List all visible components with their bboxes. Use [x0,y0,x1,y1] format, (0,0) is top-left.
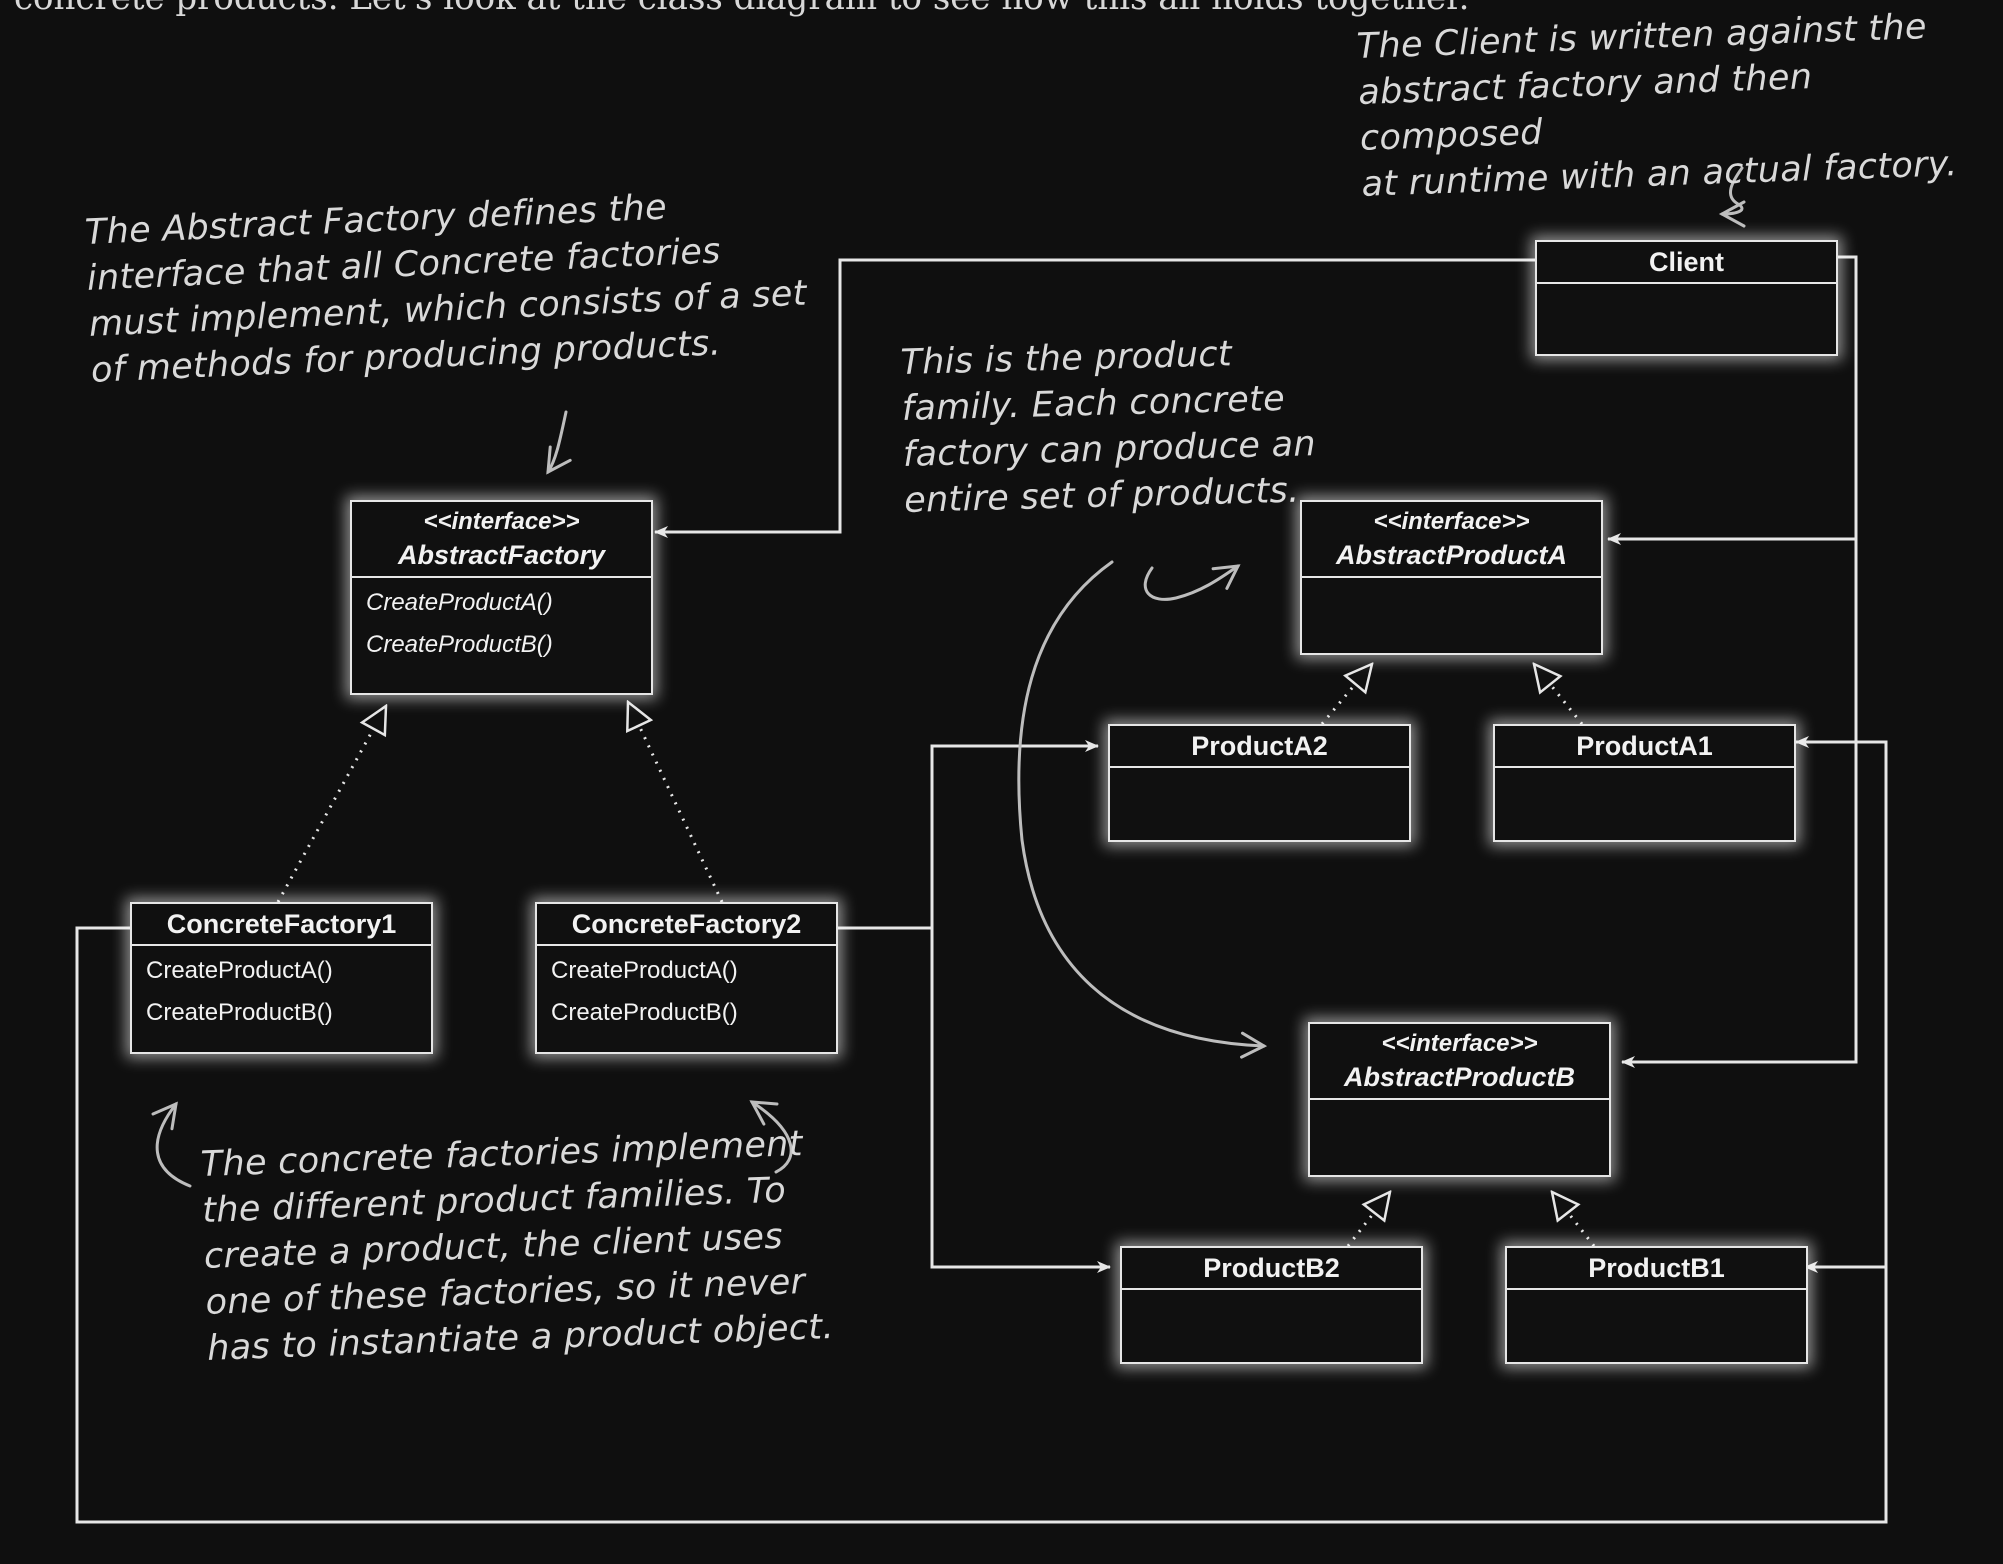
product-a2-class[interactable]: ProductA2 [1108,724,1411,842]
class-name: AbstractFactory [397,540,606,570]
class-name: ProductA1 [1576,731,1713,761]
a2-implements-line [1320,664,1372,725]
product-a1-class[interactable]: ProductA1 [1493,724,1796,842]
product-b2-class[interactable]: ProductB2 [1120,1246,1423,1364]
concrete-factory2-class[interactable]: ConcreteFactory2 CreateProductA() Create… [535,902,838,1054]
client-note: The Client is written against the abstra… [1356,7,1959,205]
class-name: AbstractProductB [1343,1062,1576,1092]
class-name: ConcreteFactory2 [571,909,802,939]
intro-text: concrete products. Let's look at the cla… [14,0,1469,18]
product-b1-class[interactable]: ProductB1 [1505,1246,1808,1364]
method-label: CreateProductA() [366,589,553,616]
cf2-to-productb2-line [930,928,1111,1273]
class-name: ConcreteFactory1 [166,909,397,939]
b1-implements-line [1552,1192,1596,1247]
class-name: ProductB1 [1588,1253,1725,1283]
class-name: AbstractProductA [1335,540,1568,570]
method-label: CreateProductB() [551,999,738,1026]
class-name: ProductB2 [1203,1253,1340,1283]
client-note-arrow [1718,166,1746,228]
cf1-loop-line [75,926,1888,1524]
stereotype-label: <<interface>> [1381,1030,1538,1057]
factory-note: The Abstract Factory defines the interfa… [84,187,808,391]
cf1-implements-line [276,706,386,903]
family-note: This is the product family. Each concret… [900,334,1317,521]
b2-implements-line [1346,1192,1390,1247]
abstract-product-b-class[interactable]: <<interface>> AbstractProductB [1308,1022,1611,1177]
class-name: ProductA2 [1191,731,1328,761]
method-label: CreateProductA() [551,957,738,984]
stereotype-label: <<interface>> [423,508,580,535]
cf1-to-producta1-line [1795,736,1888,1267]
client-trunk-line [1621,255,1858,1068]
a1-implements-line [1534,664,1584,725]
family-arrow-curve [1017,560,1268,1059]
client-to-factory-line [654,258,1535,538]
method-label: CreateProductA() [146,957,333,984]
family-arrow-hook [1143,564,1241,601]
client-class[interactable]: Client [1535,240,1838,356]
factory-note-arrow [546,410,572,475]
abstract-factory-class[interactable]: <<interface>> AbstractFactory CreateProd… [350,500,653,695]
concrete-note-arrow-right [749,1100,793,1174]
class-name: Client [1648,247,1724,277]
method-label: CreateProductB() [146,999,333,1026]
cf2-trunk-line [838,740,1099,930]
method-label: CreateProductB() [366,631,553,658]
concrete-note: The concrete factories implement the dif… [200,1123,835,1369]
concrete-factory1-class[interactable]: ConcreteFactory1 CreateProductA() Create… [130,902,433,1054]
cf2-implements-line [628,702,724,903]
concrete-note-arrow-left [151,1101,192,1188]
stereotype-label: <<interface>> [1373,508,1530,535]
abstract-product-a-class[interactable]: <<interface>> AbstractProductA [1300,500,1603,655]
